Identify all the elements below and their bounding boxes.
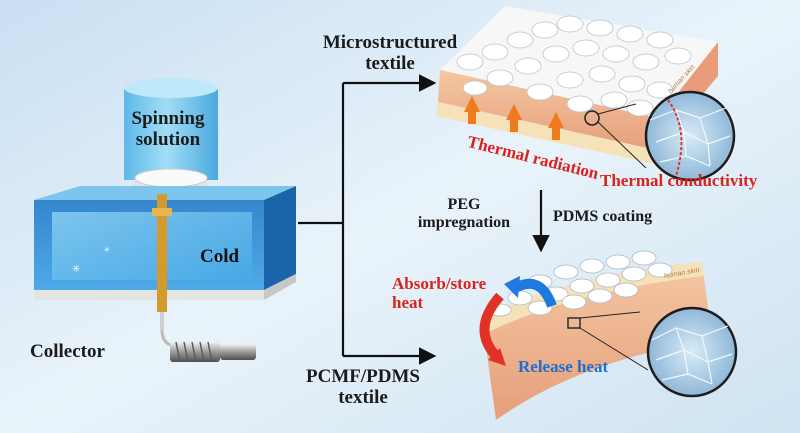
collector-label: Collector [30,341,105,362]
spinning-apparatus: ✳ ✳ ✳ [34,78,296,363]
svg-text:✳: ✳ [72,264,80,275]
microstructured-textile-illustration [436,6,736,182]
cold-label: Cold [200,246,240,267]
pcmf-pdms-textile-illustration [479,250,738,420]
pcmf-pdms-textile-label: PCMF/PDMS textile [306,366,420,409]
thermal-conductivity-label: Thermal conductivity [600,171,758,190]
flow-arrows [298,74,550,365]
svg-text:✳: ✳ [104,246,110,254]
spinning-solution-label: Spinning solution [131,108,205,151]
release-heat-label: Release heat [518,357,609,376]
svg-text:✳: ✳ [216,255,223,264]
absorb-store-heat-label: Absorb/store heat [392,274,487,313]
pdms-coating-label: PDMS coating [553,208,653,225]
peg-impregnation-label: PEG impregnation [417,196,511,231]
microstructured-textile-label: Microstructured textile [322,32,458,75]
